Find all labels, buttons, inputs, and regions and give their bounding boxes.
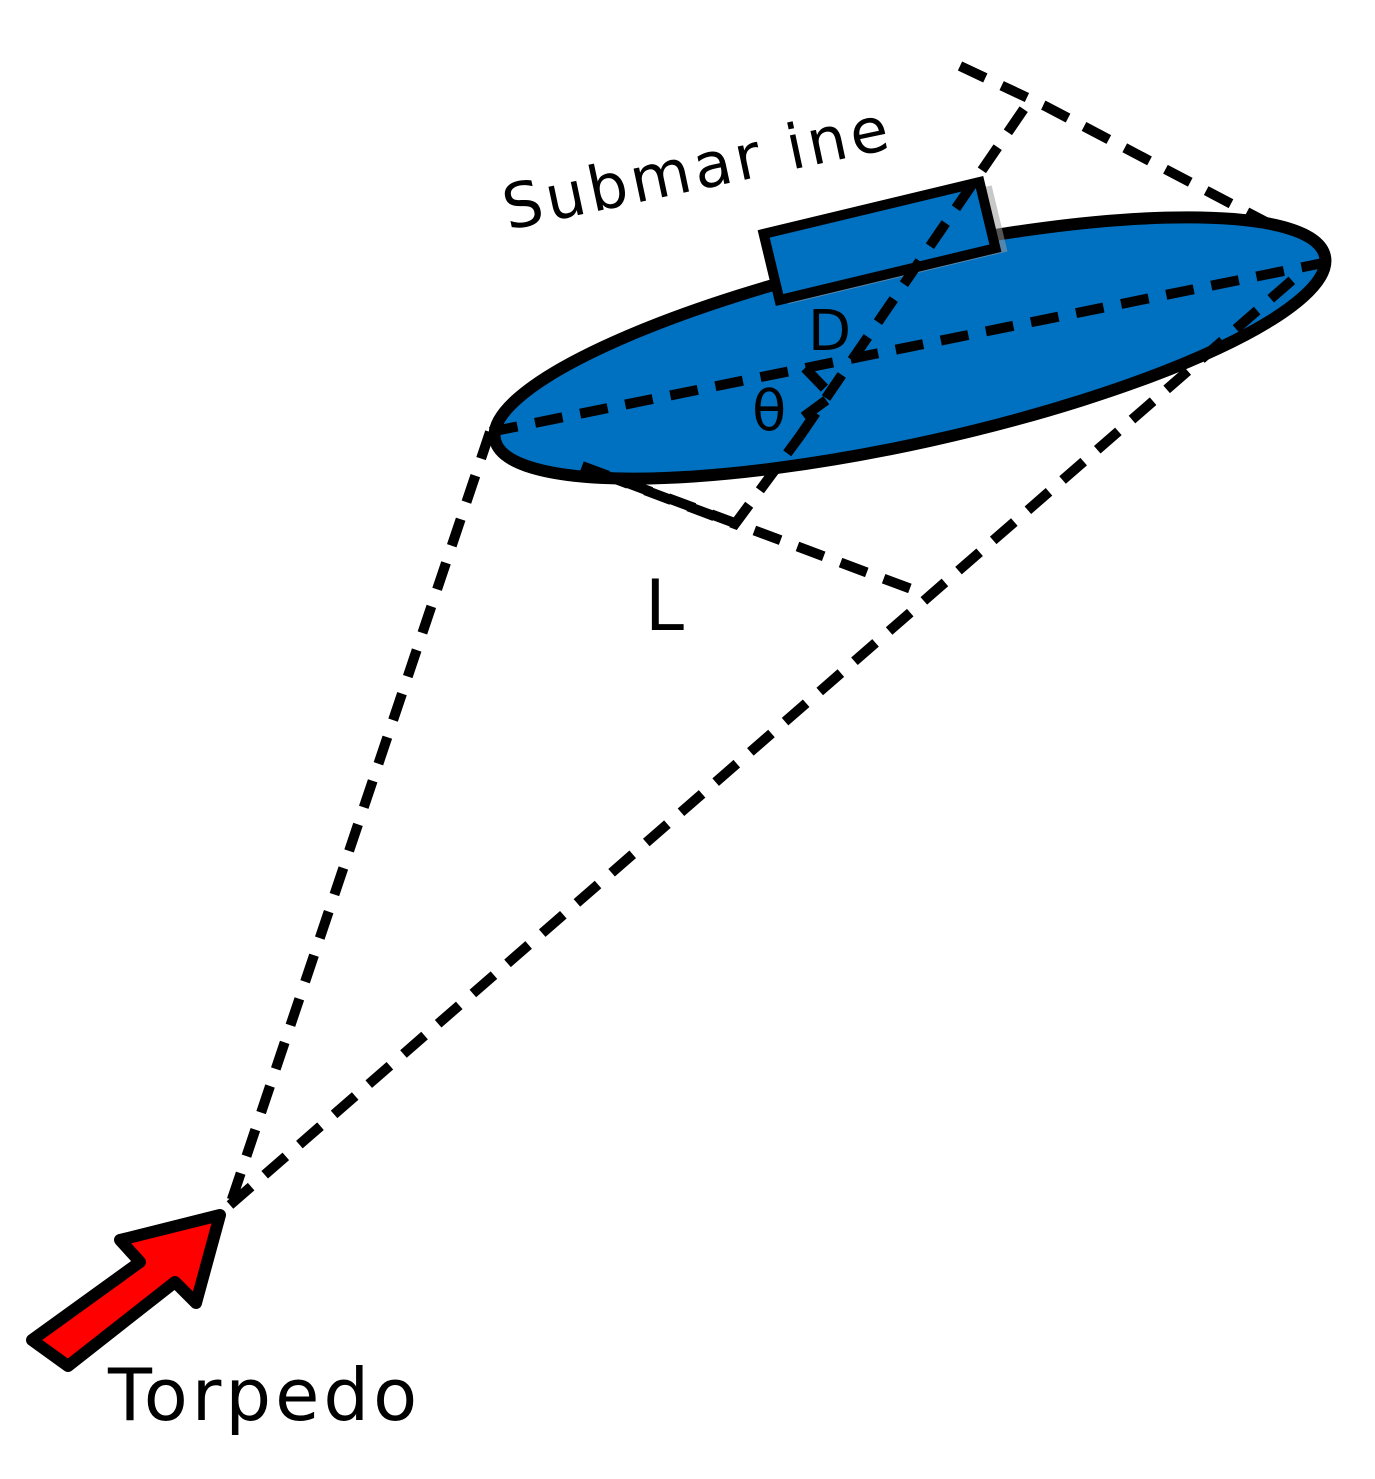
- right-angle-marker: [600, 433, 805, 531]
- submarine-sail: [757, 176, 1008, 307]
- base-line-L: [580, 461, 932, 601]
- theta-label: θ: [752, 379, 786, 444]
- torpedo-arrow: [26, 1209, 226, 1372]
- line-of-sight-right: [226, 271, 1302, 1209]
- torpedo-label: Torpedo: [107, 1353, 421, 1437]
- theta-arrow: [799, 364, 840, 423]
- upper-extension-line: [957, 61, 1288, 237]
- construction-lines: [225, 61, 1329, 1209]
- line-of-sight-left: [225, 430, 495, 1207]
- d-label: D: [808, 299, 851, 364]
- l-label: L: [645, 565, 684, 647]
- dimension-line-D: [795, 97, 1035, 439]
- hull-centerline: [489, 257, 1329, 437]
